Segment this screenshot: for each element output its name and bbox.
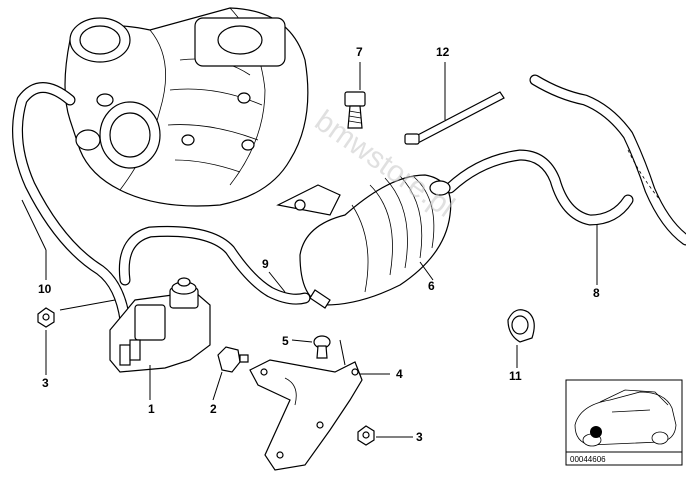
callout-2: 2 — [210, 402, 217, 416]
callout-10: 10 — [38, 282, 52, 296]
hose-clamp-11 — [507, 309, 535, 343]
callout-3-left: 3 — [42, 376, 49, 390]
engine-location-marker — [590, 426, 602, 438]
nut-3-bottom — [357, 425, 375, 446]
thumbnail-reference-code: 00044606 — [570, 455, 606, 464]
vehicle-locator-thumbnail: 00044606 — [565, 379, 683, 466]
bracket-4 — [249, 359, 363, 471]
callout-5: 5 — [282, 334, 289, 348]
callout-3-bottom: 3 — [416, 430, 423, 444]
vacuum-hose-9 — [118, 225, 311, 305]
screw-5 — [313, 335, 331, 359]
pressure-converter — [109, 277, 211, 373]
turbocharger — [64, 7, 309, 207]
leader-lines — [21, 62, 598, 438]
callout-9: 9 — [262, 257, 269, 271]
callout-7: 7 — [356, 45, 363, 59]
callout-12: 12 — [436, 45, 450, 59]
vacuum-reservoir — [276, 174, 452, 309]
nut-3-left — [37, 307, 55, 328]
upper-hose — [529, 74, 686, 246]
callout-4: 4 — [396, 367, 403, 381]
callout-6: 6 — [428, 279, 435, 293]
screw-7 — [344, 91, 366, 129]
vacuum-hose-8 — [444, 149, 634, 226]
callout-11: 11 — [509, 369, 522, 383]
callout-1: 1 — [148, 402, 155, 416]
cable-tie-12 — [404, 91, 505, 145]
vacuum-hose-10 — [12, 82, 131, 326]
callout-8: 8 — [593, 286, 600, 300]
rubber-mount-2 — [217, 346, 249, 373]
